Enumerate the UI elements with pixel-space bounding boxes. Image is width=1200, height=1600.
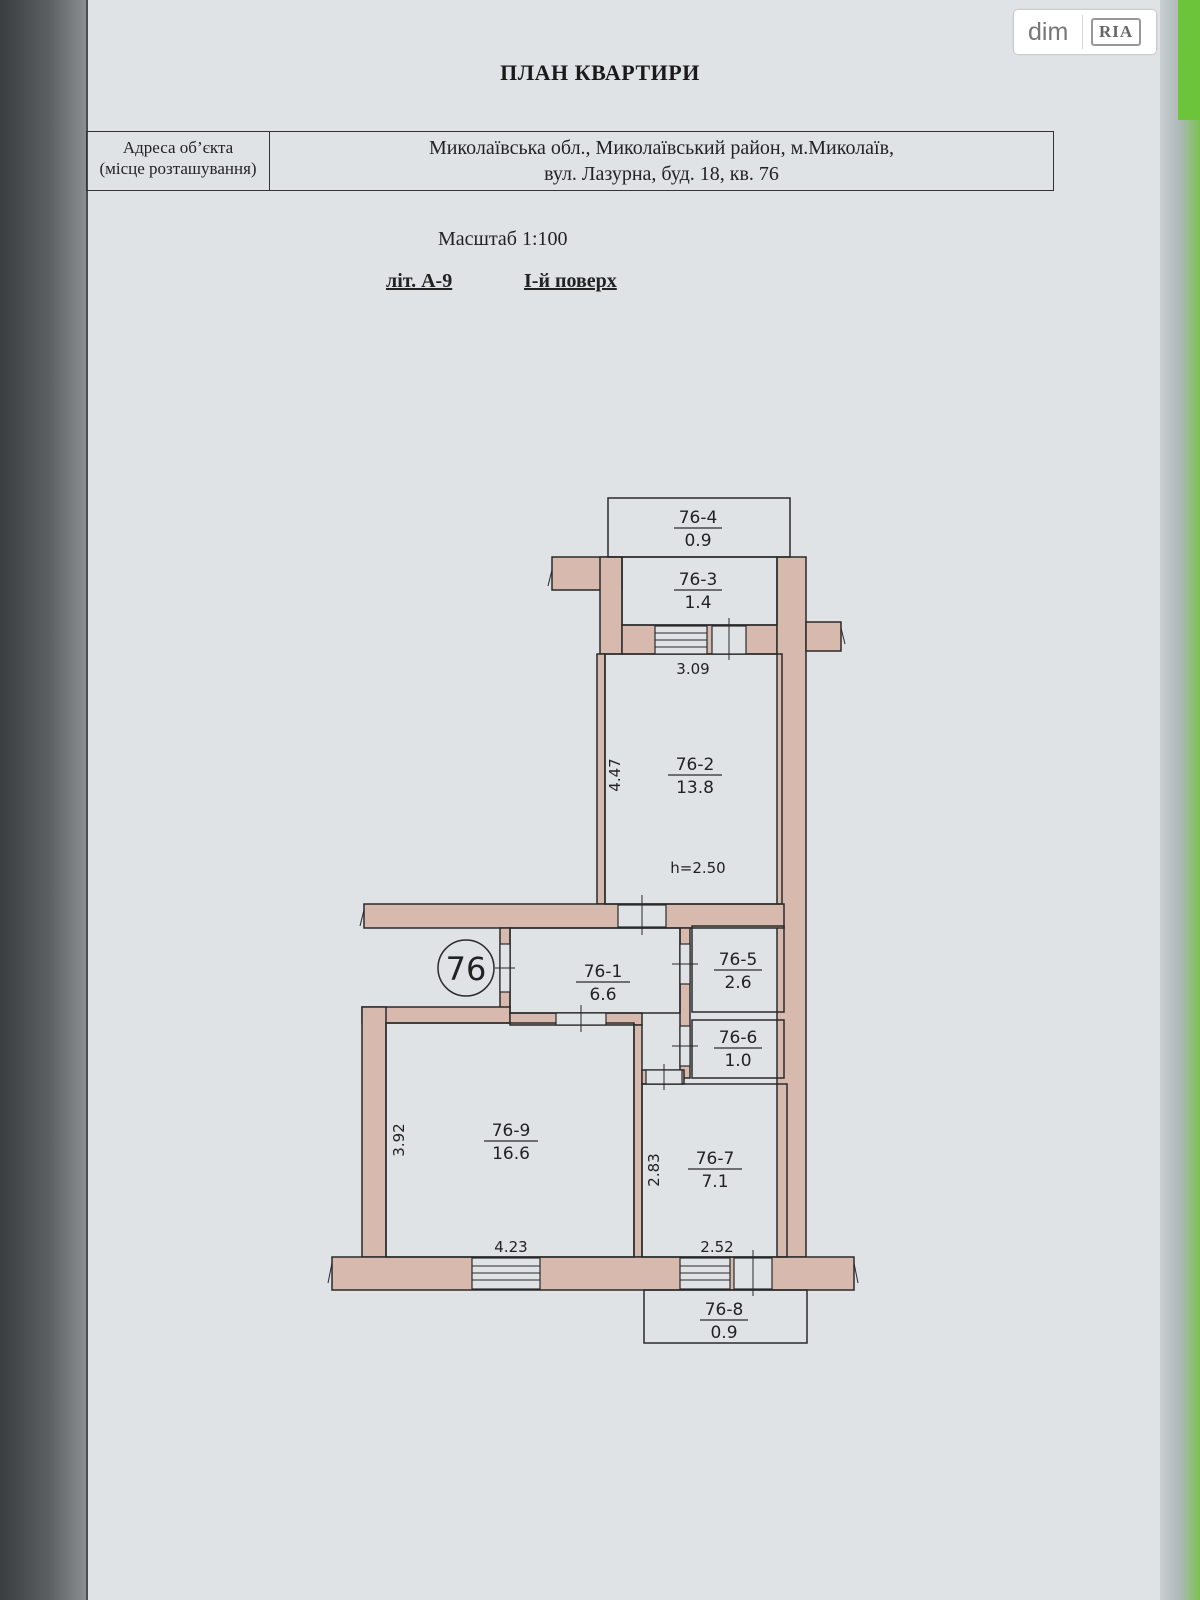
watermark-brand: dim — [1028, 17, 1069, 46]
watermark-divider — [1082, 15, 1083, 49]
room-76-8-id: 76-8 — [705, 1300, 744, 1320]
apartment-number: 76 — [446, 950, 487, 988]
room-76-6-outline — [691, 1019, 785, 1079]
break-mark — [547, 569, 553, 587]
room-76-8-area: 0.9 — [710, 1323, 737, 1343]
address-table: Адреса об’єкта (місце розташування) Мико… — [86, 131, 1054, 191]
room-76-3-outline — [621, 556, 778, 626]
watermark-brand-sub: RIA — [1091, 18, 1142, 46]
room-76-7-id: 76-7 — [696, 1149, 735, 1169]
room-76-5-outline — [691, 925, 785, 1013]
address-value: Миколаївська обл., Миколаївський район, … — [270, 132, 1053, 190]
room-76-2-id: 76-2 — [676, 755, 715, 775]
address-line1: Миколаївська обл., Миколаївський район, … — [428, 137, 895, 159]
break-mark — [327, 1262, 333, 1284]
wall-segment — [596, 653, 606, 905]
wall-segment — [331, 1256, 855, 1291]
address-line2: вул. Лазурна, буд. 18, кв. 76 — [544, 163, 779, 185]
address-label-line1: Адреса об’єкта — [122, 138, 234, 157]
dimension-3-09: 3.09 — [676, 660, 709, 678]
break-mark — [359, 909, 365, 927]
room-76-3-area: 1.4 — [684, 593, 711, 613]
wall-segment — [363, 903, 785, 929]
room-76-4-id: 76-4 — [679, 508, 718, 528]
dimension-4-23: 4.23 — [494, 1238, 527, 1256]
document-page — [86, 0, 1180, 1600]
room-76-4-area: 0.9 — [684, 531, 711, 551]
address-label-line2: (місце розташування) — [99, 159, 257, 178]
dimension-2-83: 2.83 — [645, 1153, 663, 1186]
room-76-3-id: 76-3 — [679, 570, 718, 590]
break-mark — [840, 627, 846, 645]
dimension-4-47: 4.47 — [606, 758, 624, 791]
room-76-5-id: 76-5 — [719, 950, 758, 970]
room-76-2-area: 13.8 — [676, 778, 714, 798]
room-76-6-area: 1.0 — [724, 1051, 751, 1071]
room-76-8-outline — [643, 1289, 808, 1344]
wall-segment — [805, 621, 842, 652]
dimension-3-92: 3.92 — [390, 1123, 408, 1156]
room-76-9-outline — [385, 1022, 635, 1258]
wall-segment — [633, 1024, 643, 1258]
wall-segment — [361, 1006, 387, 1258]
dimension-2-52: 2.52 — [700, 1238, 733, 1256]
watermark-logo: dim RIA — [1014, 10, 1156, 54]
address-label: Адреса об’єкта (місце розташування) — [87, 132, 270, 190]
room-76-1-area: 6.6 — [589, 985, 616, 1005]
binding-shadow — [0, 0, 90, 1600]
room-76-5-area: 2.6 — [724, 973, 751, 993]
wall-segment — [599, 556, 623, 655]
room-76-1-id: 76-1 — [584, 962, 623, 982]
room-76-7-outline — [641, 1083, 788, 1258]
document-title: ПЛАН КВАРТИРИ — [500, 60, 700, 85]
room-76-9-id: 76-9 — [492, 1121, 531, 1141]
floor-label: І-й поверх — [524, 270, 617, 292]
room-76-9-area: 16.6 — [492, 1144, 530, 1164]
scale-label: Масштаб 1:100 — [438, 228, 568, 250]
ceiling-height: h=2.50 — [670, 859, 725, 877]
break-mark — [853, 1262, 859, 1284]
room-76-6-id: 76-6 — [719, 1028, 758, 1048]
background-strip — [1178, 0, 1200, 120]
letter-label: літ. А-9 — [386, 270, 453, 292]
page-edge — [1160, 0, 1200, 1600]
room-76-7-area: 7.1 — [701, 1172, 728, 1192]
apartment-marker — [437, 939, 495, 997]
